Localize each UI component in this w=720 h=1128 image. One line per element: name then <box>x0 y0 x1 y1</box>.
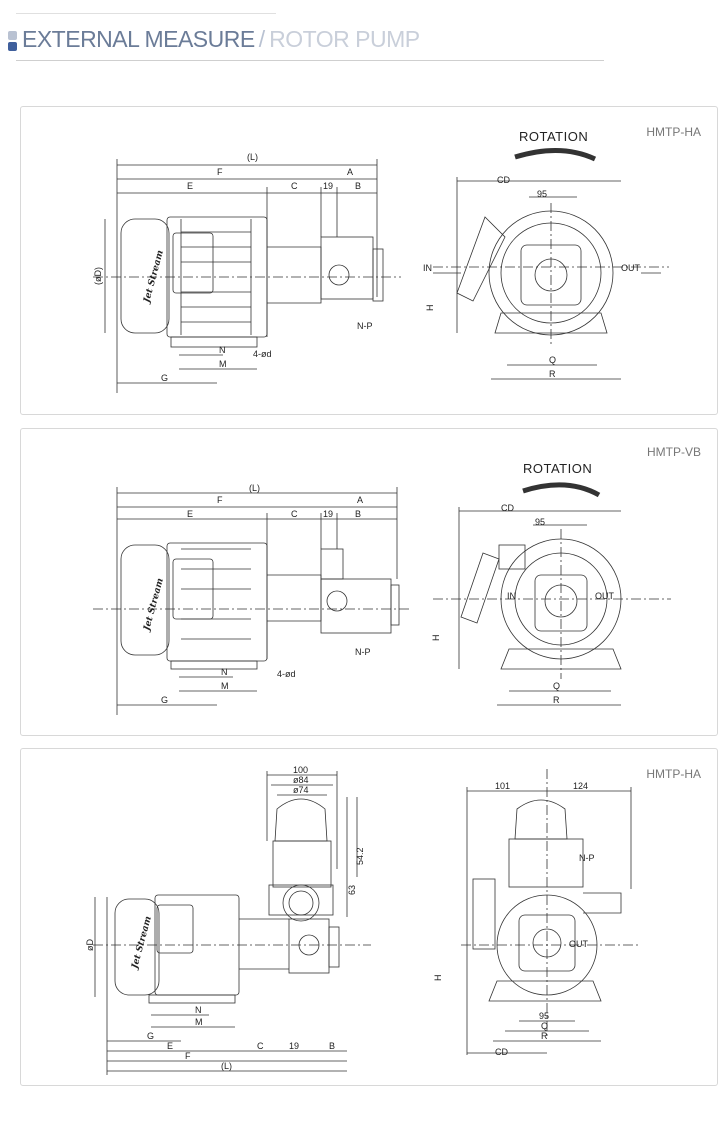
dim-holes: 4-ød <box>253 349 272 359</box>
dim-L: (L) <box>249 483 260 493</box>
dim-NP: N-P <box>357 321 373 331</box>
dim-N: N <box>219 345 226 355</box>
model-label: HMTP-HA <box>646 767 701 781</box>
dim-G: G <box>161 695 168 705</box>
header-bullets <box>8 31 17 51</box>
dim-D: øD <box>85 939 95 951</box>
dim-C: C <box>291 509 298 519</box>
dim-F: F <box>217 495 223 505</box>
drawing-panel-1: HMTP-HA <box>20 106 718 415</box>
dim-A: A <box>357 495 363 505</box>
drawing-panel-2: HMTP-VB <box>20 428 718 736</box>
dim-NP: N-P <box>579 853 595 863</box>
drawing-panel-3: HMTP-HA <box>20 748 718 1086</box>
dim-E: E <box>187 509 193 519</box>
pump-front-view <box>433 482 671 706</box>
label-IN: IN <box>423 263 432 273</box>
pump-front-view <box>433 148 669 380</box>
top-rule <box>16 13 276 14</box>
dim-19: 19 <box>323 181 333 191</box>
dim-M: M <box>195 1017 203 1027</box>
rotation-label: ROTATION <box>523 461 592 476</box>
title-rule <box>16 60 604 61</box>
pump-front-view <box>461 769 641 1055</box>
dim-M: M <box>219 359 227 369</box>
dim-NP: N-P <box>355 647 371 657</box>
dim-R: R <box>549 369 556 379</box>
dim-G: G <box>147 1031 154 1041</box>
dim-M: M <box>221 681 229 691</box>
dim-CD: CD <box>497 175 510 185</box>
dim-Q: Q <box>549 355 556 365</box>
dim-A: A <box>347 167 353 177</box>
dim-H: H <box>431 635 441 642</box>
dim-R: R <box>553 695 560 705</box>
dim-D: (øD) <box>93 267 103 285</box>
dim-F: F <box>185 1051 191 1061</box>
pump-side-view <box>93 487 411 715</box>
page-subtitle: ROTOR PUMP <box>269 25 420 52</box>
page-title: EXTERNAL MEASURE <box>22 25 255 52</box>
dim-B: B <box>355 509 361 519</box>
dim-L: (L) <box>247 152 258 162</box>
dim-C: C <box>257 1041 264 1051</box>
dim-84: ø84 <box>293 775 309 785</box>
dim-63: 63 <box>347 885 357 895</box>
dim-C: C <box>291 181 298 191</box>
dim-B: B <box>355 181 361 191</box>
technical-drawing: 100 ø84 ø74 54.2 63 øD N M G E C 19 B F … <box>85 765 641 1075</box>
dim-F: F <box>217 167 223 177</box>
label-IN: IN <box>507 591 516 601</box>
dim-19: 19 <box>323 509 333 519</box>
header-bullet-dark <box>8 42 17 51</box>
technical-drawing: (L) F A E C 19 B (øD) N-P N M G 4-ød Jet… <box>93 129 669 393</box>
dim-CD: CD <box>495 1047 508 1057</box>
brand-logo: Jet Stream <box>130 915 154 971</box>
dim-L: (L) <box>221 1061 232 1071</box>
technical-drawing: (L) F A E C 19 B N-P N M G 4-ød Jet Stre… <box>93 461 671 715</box>
pump-side-view <box>93 771 371 1075</box>
model-label: HMTP-VB <box>647 445 701 459</box>
dim-H: H <box>433 975 443 982</box>
dim-R: R <box>541 1031 548 1041</box>
dim-holes: 4-ød <box>277 669 296 679</box>
label-OUT: OUT <box>569 939 589 949</box>
dim-Q: Q <box>541 1021 548 1031</box>
dim-CD: CD <box>501 503 514 513</box>
title-separator: / <box>258 25 266 52</box>
brand-logo: Jet Stream <box>142 249 166 305</box>
dim-124: 124 <box>573 781 588 791</box>
dim-H: H <box>425 305 435 312</box>
dim-N: N <box>221 667 228 677</box>
dim-74: ø74 <box>293 785 309 795</box>
rotation-label: ROTATION <box>519 129 588 144</box>
dim-G: G <box>161 373 168 383</box>
dim-95: 95 <box>535 517 545 527</box>
label-OUT: OUT <box>595 591 615 601</box>
dim-E: E <box>187 181 193 191</box>
header-bullet-light <box>8 31 17 40</box>
dim-101: 101 <box>495 781 510 791</box>
pump-side-view <box>93 159 401 393</box>
dim-B: B <box>329 1041 335 1051</box>
dim-Q: Q <box>553 681 560 691</box>
dim-E: E <box>167 1041 173 1051</box>
dim-95: 95 <box>539 1011 549 1021</box>
label-OUT: OUT <box>621 263 641 273</box>
brand-logo: Jet Stream <box>142 577 166 633</box>
dim-95: 95 <box>537 189 547 199</box>
model-label: HMTP-HA <box>646 125 701 139</box>
dim-N: N <box>195 1005 202 1015</box>
dim-100: 100 <box>293 765 308 775</box>
dim-19: 19 <box>289 1041 299 1051</box>
section-header: EXTERNAL MEASURE / ROTOR PUMP <box>8 24 420 54</box>
dim-54: 54.2 <box>355 847 365 865</box>
